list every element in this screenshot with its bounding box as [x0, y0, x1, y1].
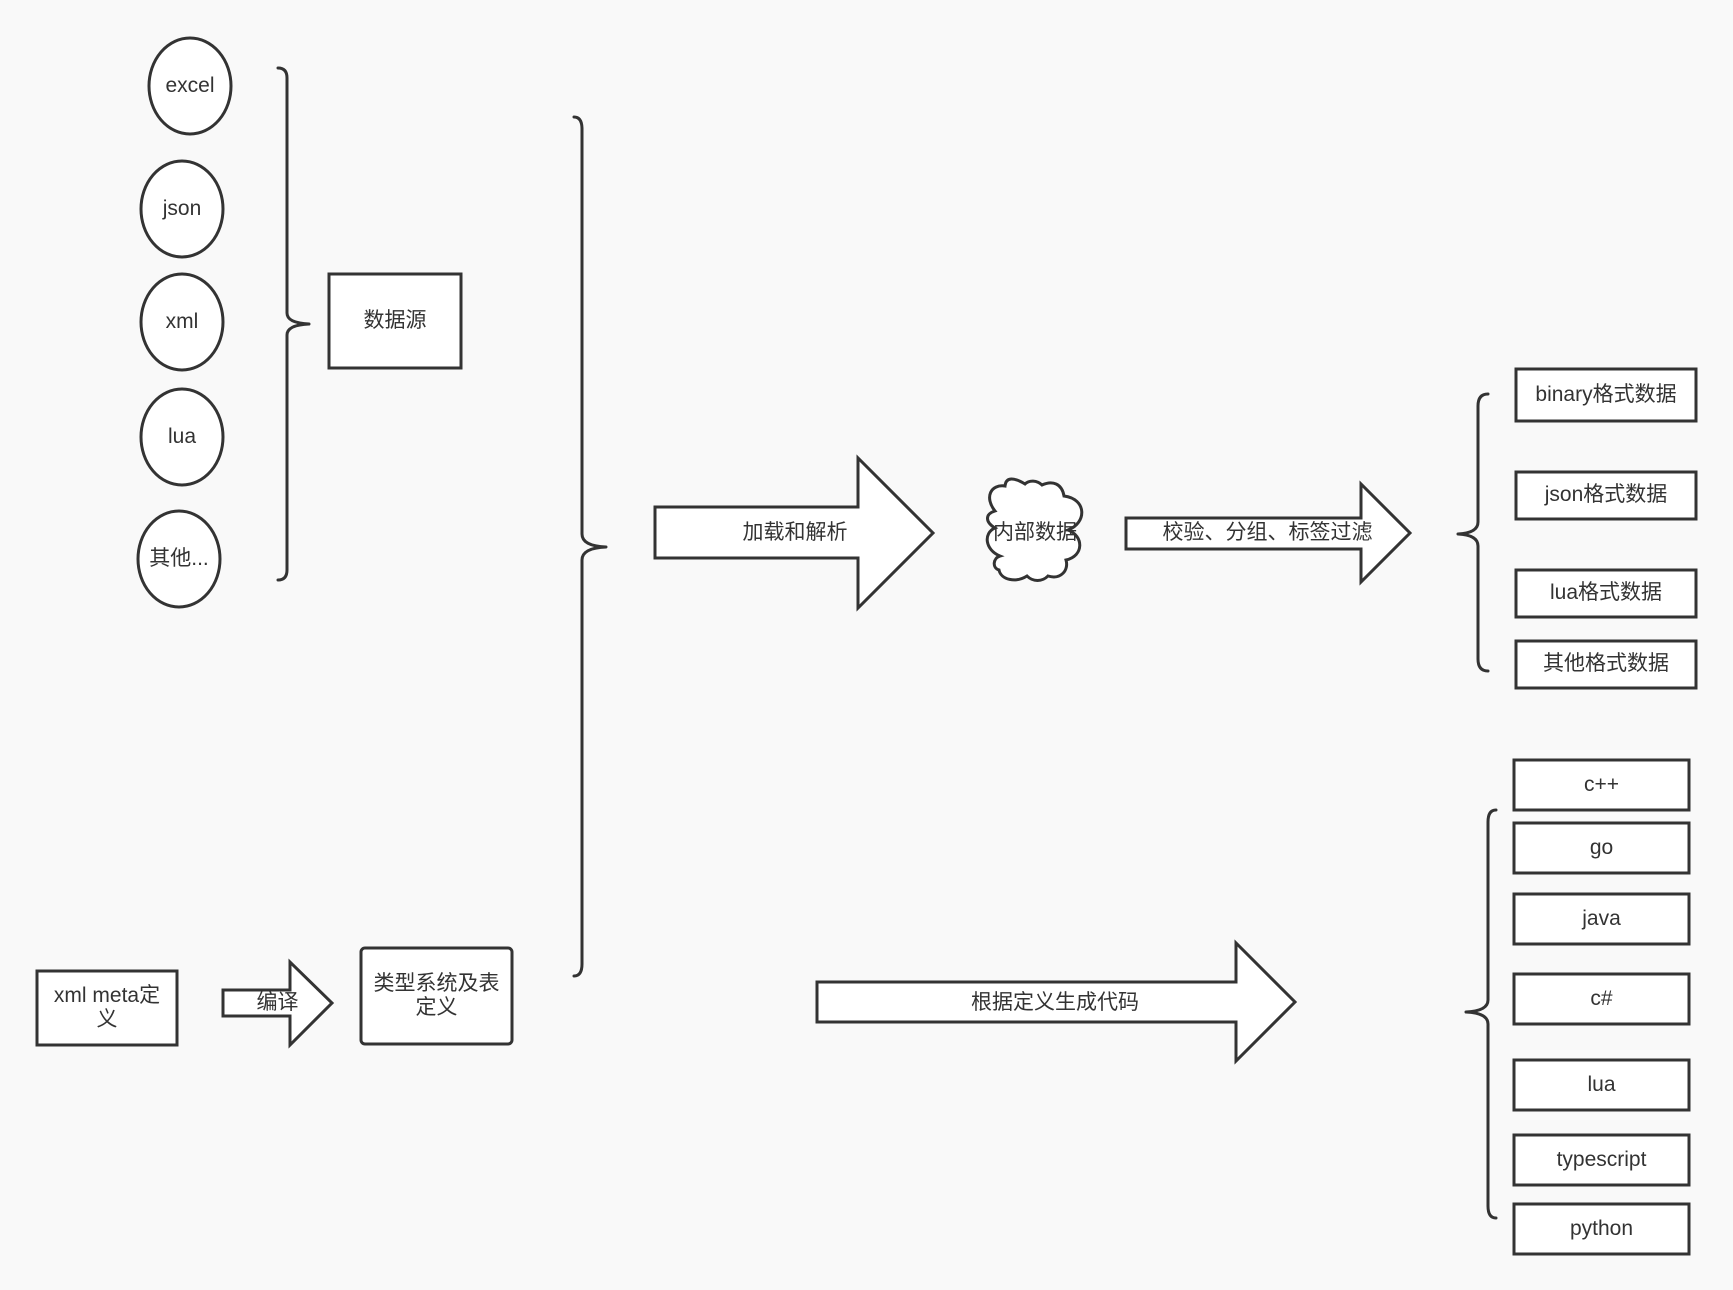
lang-java-box[interactable]: [1512, 892, 1691, 946]
lang-lua-box[interactable]: [1512, 1058, 1691, 1112]
lang-python-box[interactable]: [1512, 1202, 1691, 1256]
json-format-box[interactable]: [1514, 470, 1698, 521]
internal-data-cloud[interactable]: [985, 477, 1084, 582]
lang-go-box[interactable]: [1512, 821, 1691, 875]
data-source-box[interactable]: [327, 272, 463, 370]
compile-arrow[interactable]: [221, 958, 335, 1049]
validate-filter-arrow[interactable]: [1124, 480, 1413, 586]
source-json-node[interactable]: [139, 159, 225, 259]
sources-brace: [276, 66, 311, 582]
lang-csharp-box[interactable]: [1512, 972, 1691, 1026]
source-xml-node[interactable]: [139, 272, 225, 372]
other-format-box[interactable]: [1514, 639, 1698, 690]
type-system-box[interactable]: [359, 946, 514, 1046]
source-other-node[interactable]: [136, 509, 222, 609]
lang-cpp-box[interactable]: [1512, 758, 1691, 812]
languages-brace: [1464, 808, 1498, 1220]
source-lua-node[interactable]: [139, 387, 225, 487]
inputs-brace: [572, 115, 608, 978]
lang-typescript-box[interactable]: [1512, 1133, 1691, 1187]
binary-format-box[interactable]: [1514, 367, 1698, 423]
xml-meta-box[interactable]: [35, 969, 179, 1047]
lua-format-box[interactable]: [1514, 568, 1698, 619]
source-excel-node[interactable]: [147, 36, 233, 136]
codegen-arrow[interactable]: [815, 939, 1298, 1065]
load-parse-arrow[interactable]: [653, 454, 936, 612]
output-formats-brace: [1456, 392, 1490, 673]
